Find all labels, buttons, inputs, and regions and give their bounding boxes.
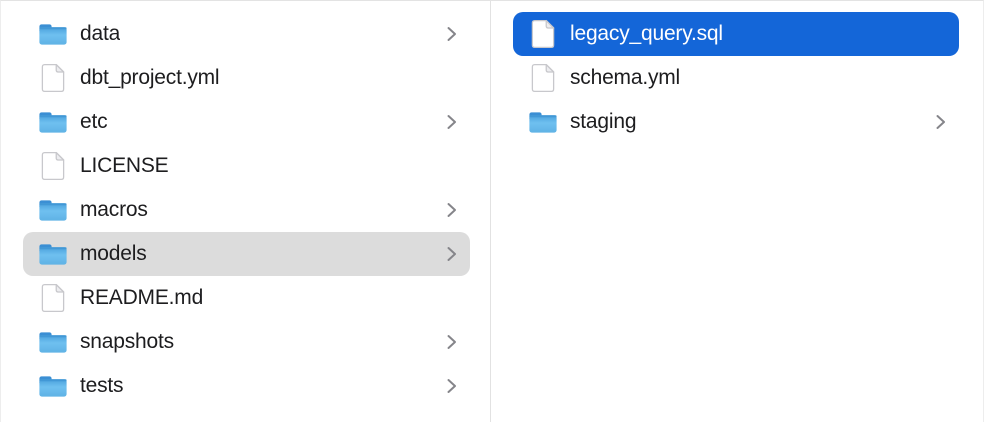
item-icon-box <box>526 17 560 51</box>
chevron-right-icon <box>936 115 945 129</box>
finder-column-right: legacy_query.sql <box>492 1 983 422</box>
list-item-tests[interactable]: tests <box>23 364 470 408</box>
item-label: etc <box>80 110 108 133</box>
item-icon-box <box>36 61 70 95</box>
list-item-data[interactable]: data <box>23 12 470 56</box>
list-item-models[interactable]: models <box>23 232 470 276</box>
finder-column-left: data dbt_proje <box>1 1 491 422</box>
document-icon <box>531 63 555 93</box>
item-icon-box <box>36 17 70 51</box>
chevron-right-icon <box>447 27 456 41</box>
folder-icon <box>39 375 67 397</box>
item-label: data <box>80 22 121 45</box>
item-label: tests <box>80 374 124 397</box>
document-icon <box>41 151 65 181</box>
item-label: dbt_project.yml <box>80 66 220 89</box>
item-label: macros <box>80 198 148 221</box>
item-label: snapshots <box>80 330 174 353</box>
folder-icon <box>39 243 67 265</box>
folder-icon <box>39 111 67 133</box>
chevron-right-icon <box>447 247 456 261</box>
chevron-right-icon <box>447 203 456 217</box>
list-item-snapshots[interactable]: snapshots <box>23 320 470 364</box>
item-label: staging <box>570 110 637 133</box>
folder-icon <box>39 23 67 45</box>
folder-icon <box>39 331 67 353</box>
item-icon-box <box>36 193 70 227</box>
item-label: README.md <box>80 286 204 309</box>
list-item-LICENSE[interactable]: LICENSE <box>23 144 470 188</box>
item-icon-box <box>36 369 70 403</box>
item-icon-box <box>36 325 70 359</box>
document-icon <box>531 19 555 49</box>
item-label: legacy_query.sql <box>570 22 723 45</box>
list-item-schema.yml[interactable]: schema.yml <box>513 56 959 100</box>
item-icon-box <box>36 149 70 183</box>
item-label: schema.yml <box>570 66 681 89</box>
item-label: LICENSE <box>80 154 169 177</box>
document-icon <box>41 283 65 313</box>
chevron-right-icon <box>447 115 456 129</box>
item-icon-box <box>526 61 560 95</box>
item-icon-box <box>36 281 70 315</box>
item-icon-box <box>36 105 70 139</box>
item-label: models <box>80 242 147 265</box>
list-item-README.md[interactable]: README.md <box>23 276 470 320</box>
list-item-legacy_query.sql[interactable]: legacy_query.sql <box>513 12 959 56</box>
list-item-etc[interactable]: etc <box>23 100 470 144</box>
list-item-staging[interactable]: staging <box>513 100 959 144</box>
folder-icon <box>39 199 67 221</box>
list-item-macros[interactable]: macros <box>23 188 470 232</box>
item-icon-box <box>526 105 560 139</box>
chevron-right-icon <box>447 379 456 393</box>
item-icon-box <box>36 237 70 271</box>
document-icon <box>41 63 65 93</box>
chevron-right-icon <box>447 335 456 349</box>
folder-icon <box>529 111 557 133</box>
list-item-dbt_project.yml[interactable]: dbt_project.yml <box>23 56 470 100</box>
